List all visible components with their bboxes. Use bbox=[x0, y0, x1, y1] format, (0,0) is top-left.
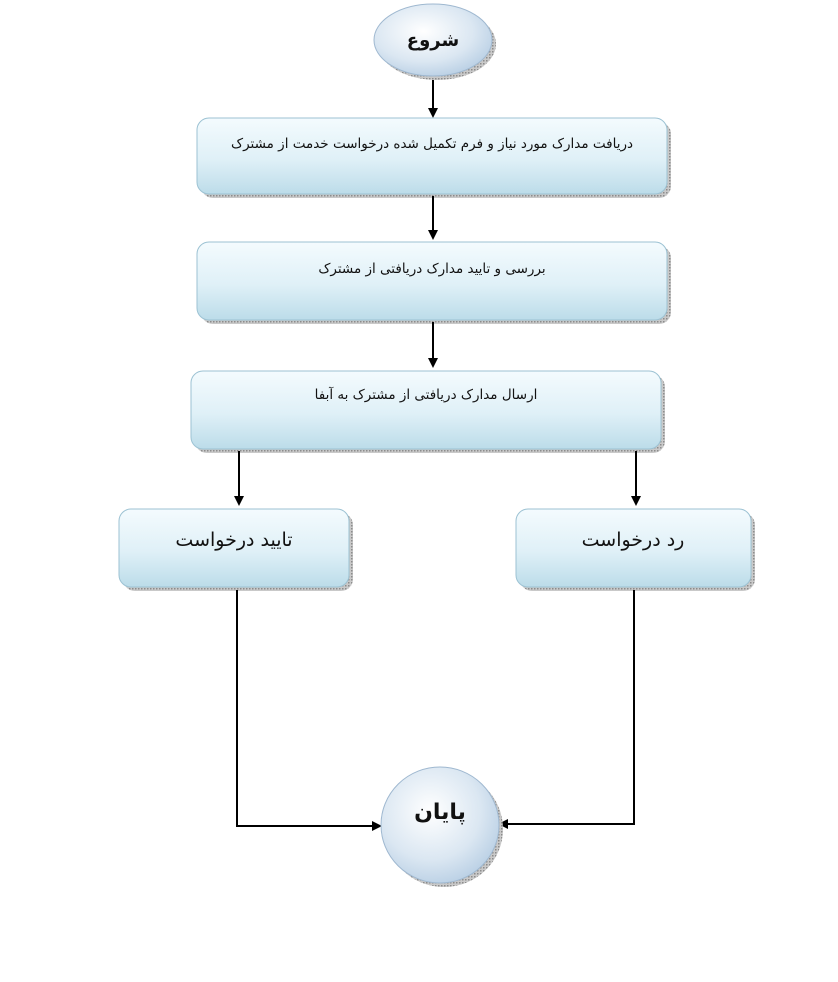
arrow-reject-to-end bbox=[498, 590, 635, 829]
start-label: شروع bbox=[407, 30, 459, 51]
reject-box: رد درخواست bbox=[515, 508, 755, 591]
step2-label: بررسی و تایید مدارک دریافتی از مشترک bbox=[318, 261, 545, 277]
reject-label: رد درخواست bbox=[582, 529, 685, 551]
approve-label: تایید درخواست bbox=[175, 529, 292, 551]
step3-box: ارسال مدارک دریافتی از مشترک به آبفا bbox=[190, 370, 665, 453]
step1-label: دریافت مدارک مورد نیاز و فرم تکمیل شده د… bbox=[231, 136, 633, 152]
end-label: پایان bbox=[414, 800, 466, 825]
step2-box: بررسی و تایید مدارک دریافتی از مشترک bbox=[196, 241, 671, 324]
approve-box: تایید درخواست bbox=[118, 508, 353, 591]
step3-label: ارسال مدارک دریافتی از مشترک به آبفا bbox=[315, 386, 538, 403]
start-node: شروع bbox=[373, 3, 496, 80]
step1-box: دریافت مدارک مورد نیاز و فرم تکمیل شده د… bbox=[196, 117, 671, 198]
arrow-approve-to-end bbox=[236, 590, 382, 831]
end-node: پایان bbox=[380, 766, 503, 887]
